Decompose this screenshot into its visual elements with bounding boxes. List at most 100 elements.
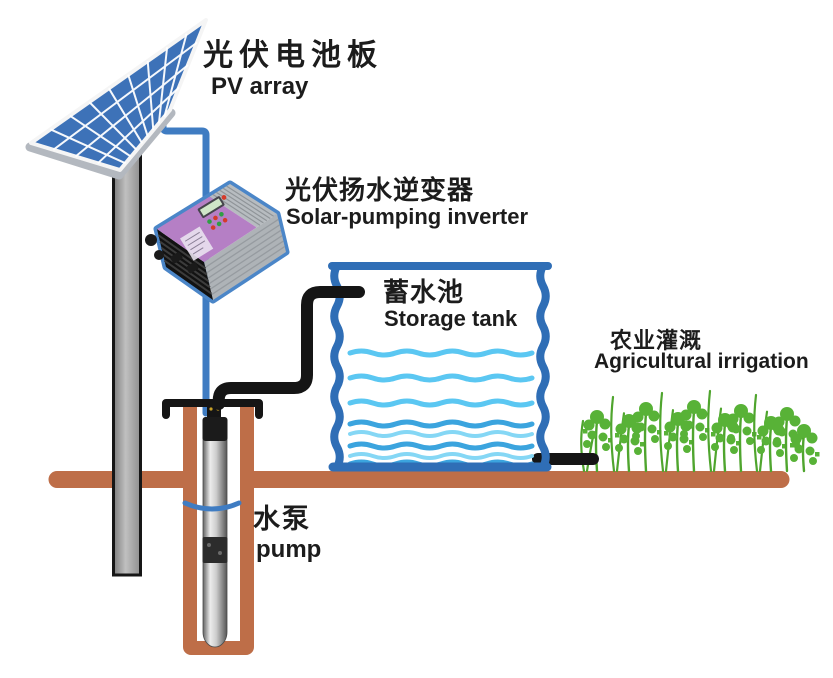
rib-line	[162, 253, 211, 289]
rib-line	[160, 247, 210, 282]
plant-leaf	[742, 426, 752, 436]
plant-leaf	[815, 452, 820, 457]
plant-leaf	[789, 415, 801, 427]
plant-leaf	[790, 433, 802, 445]
plant-leaf	[599, 418, 611, 430]
inverter-info-label	[180, 226, 214, 261]
plant-stem	[768, 425, 773, 473]
inverter-connector	[170, 252, 183, 264]
water-wave	[348, 430, 534, 438]
tank-label-zh: 蓄水池	[383, 277, 465, 307]
plant-leaf	[715, 433, 725, 443]
well	[183, 400, 254, 655]
plant-leaf	[590, 410, 604, 424]
inverter-display	[199, 198, 223, 216]
plant-leaf	[699, 433, 707, 441]
grass-blade	[753, 393, 759, 473]
inverter-button	[210, 225, 216, 230]
plant-leaf	[806, 432, 818, 444]
pump-contact-dot	[209, 407, 213, 411]
plant-leaf	[598, 432, 608, 442]
pump-label-en: pump	[256, 536, 322, 563]
tank-water-waves	[347, 348, 535, 469]
plant-leaf	[805, 446, 815, 456]
grass-blade	[610, 395, 616, 473]
plant-leaf	[583, 419, 595, 431]
ground-right	[240, 471, 790, 488]
plant-leaf	[696, 408, 708, 420]
inverter-button	[216, 221, 222, 227]
plant-leaf	[746, 437, 754, 445]
water-wave	[347, 441, 535, 451]
plant-leaf	[761, 436, 771, 446]
plant-leaf	[777, 427, 787, 437]
plant-leaf	[602, 443, 610, 451]
water-wave	[347, 419, 535, 429]
plant-leaf	[632, 421, 637, 426]
plant-leaf	[790, 443, 795, 448]
water-wave	[347, 348, 535, 358]
plant-stem	[738, 413, 743, 473]
plant-stem	[722, 422, 727, 473]
plant-stem	[594, 419, 599, 473]
plant-leaf	[664, 431, 669, 436]
plant-stem	[643, 411, 648, 473]
plant-leaf	[711, 432, 716, 437]
plant-leaf	[651, 435, 659, 443]
plant-leaf	[782, 444, 787, 449]
pump-bolt	[218, 551, 222, 555]
plant-leaf	[608, 438, 613, 443]
rib-line	[204, 218, 279, 268]
rib-line	[226, 185, 274, 217]
irrigation-label-en: Agricultural irrigation	[594, 350, 809, 373]
plant-leaf	[647, 424, 657, 434]
grass-blade	[580, 419, 586, 473]
rib-line	[159, 240, 208, 276]
inverter-panel-details	[180, 195, 228, 261]
water-wave	[347, 398, 535, 408]
plant-leaf	[587, 430, 597, 440]
inverter-label-en: Solar-pumping inverter	[286, 204, 529, 229]
tank-wall-right	[536, 262, 550, 471]
plant-leaf	[583, 440, 591, 448]
irrigation-label-zh: 农业灌溉	[610, 328, 703, 353]
plant-leaf	[634, 447, 642, 455]
plant-leaf	[780, 407, 794, 421]
plant-leaf	[730, 446, 738, 454]
pump-bolt	[207, 543, 211, 547]
water-wave	[347, 373, 535, 383]
plant-stem	[675, 421, 680, 473]
ground	[48, 471, 790, 488]
storage-tank	[328, 262, 552, 472]
plant-leaf	[583, 429, 588, 434]
plant-leaf	[636, 422, 646, 432]
plant-leaf	[639, 402, 653, 416]
plant-leaf	[797, 424, 811, 438]
pv-label-en: PV array	[211, 73, 309, 100]
plant-leaf	[632, 411, 644, 423]
plant-leaf	[757, 446, 765, 454]
plant-leaf	[615, 423, 627, 435]
plant-leaf	[711, 422, 723, 434]
rib-line	[219, 189, 268, 222]
panel-grid	[49, 33, 198, 165]
plant-leaf	[689, 440, 694, 445]
plant-leaf	[727, 434, 735, 442]
plant-leaf	[736, 441, 741, 446]
inverter-info-lines	[184, 231, 206, 255]
inverter-label-zh: 光伏扬水逆变器	[285, 175, 475, 205]
plant-leaf	[648, 410, 660, 422]
pump-cap	[202, 417, 228, 441]
plant-leaf	[790, 454, 798, 462]
plant-stem	[626, 423, 631, 473]
plant-leaf	[773, 437, 781, 445]
solar-pumping-inverter	[145, 180, 290, 304]
plant-leaf	[711, 443, 719, 451]
pipe-pump-to-tank	[212, 286, 365, 410]
plant-leaf	[743, 412, 755, 424]
plant-stem	[784, 416, 789, 473]
plant-leaf	[727, 413, 739, 425]
plant-leaf	[640, 442, 645, 447]
